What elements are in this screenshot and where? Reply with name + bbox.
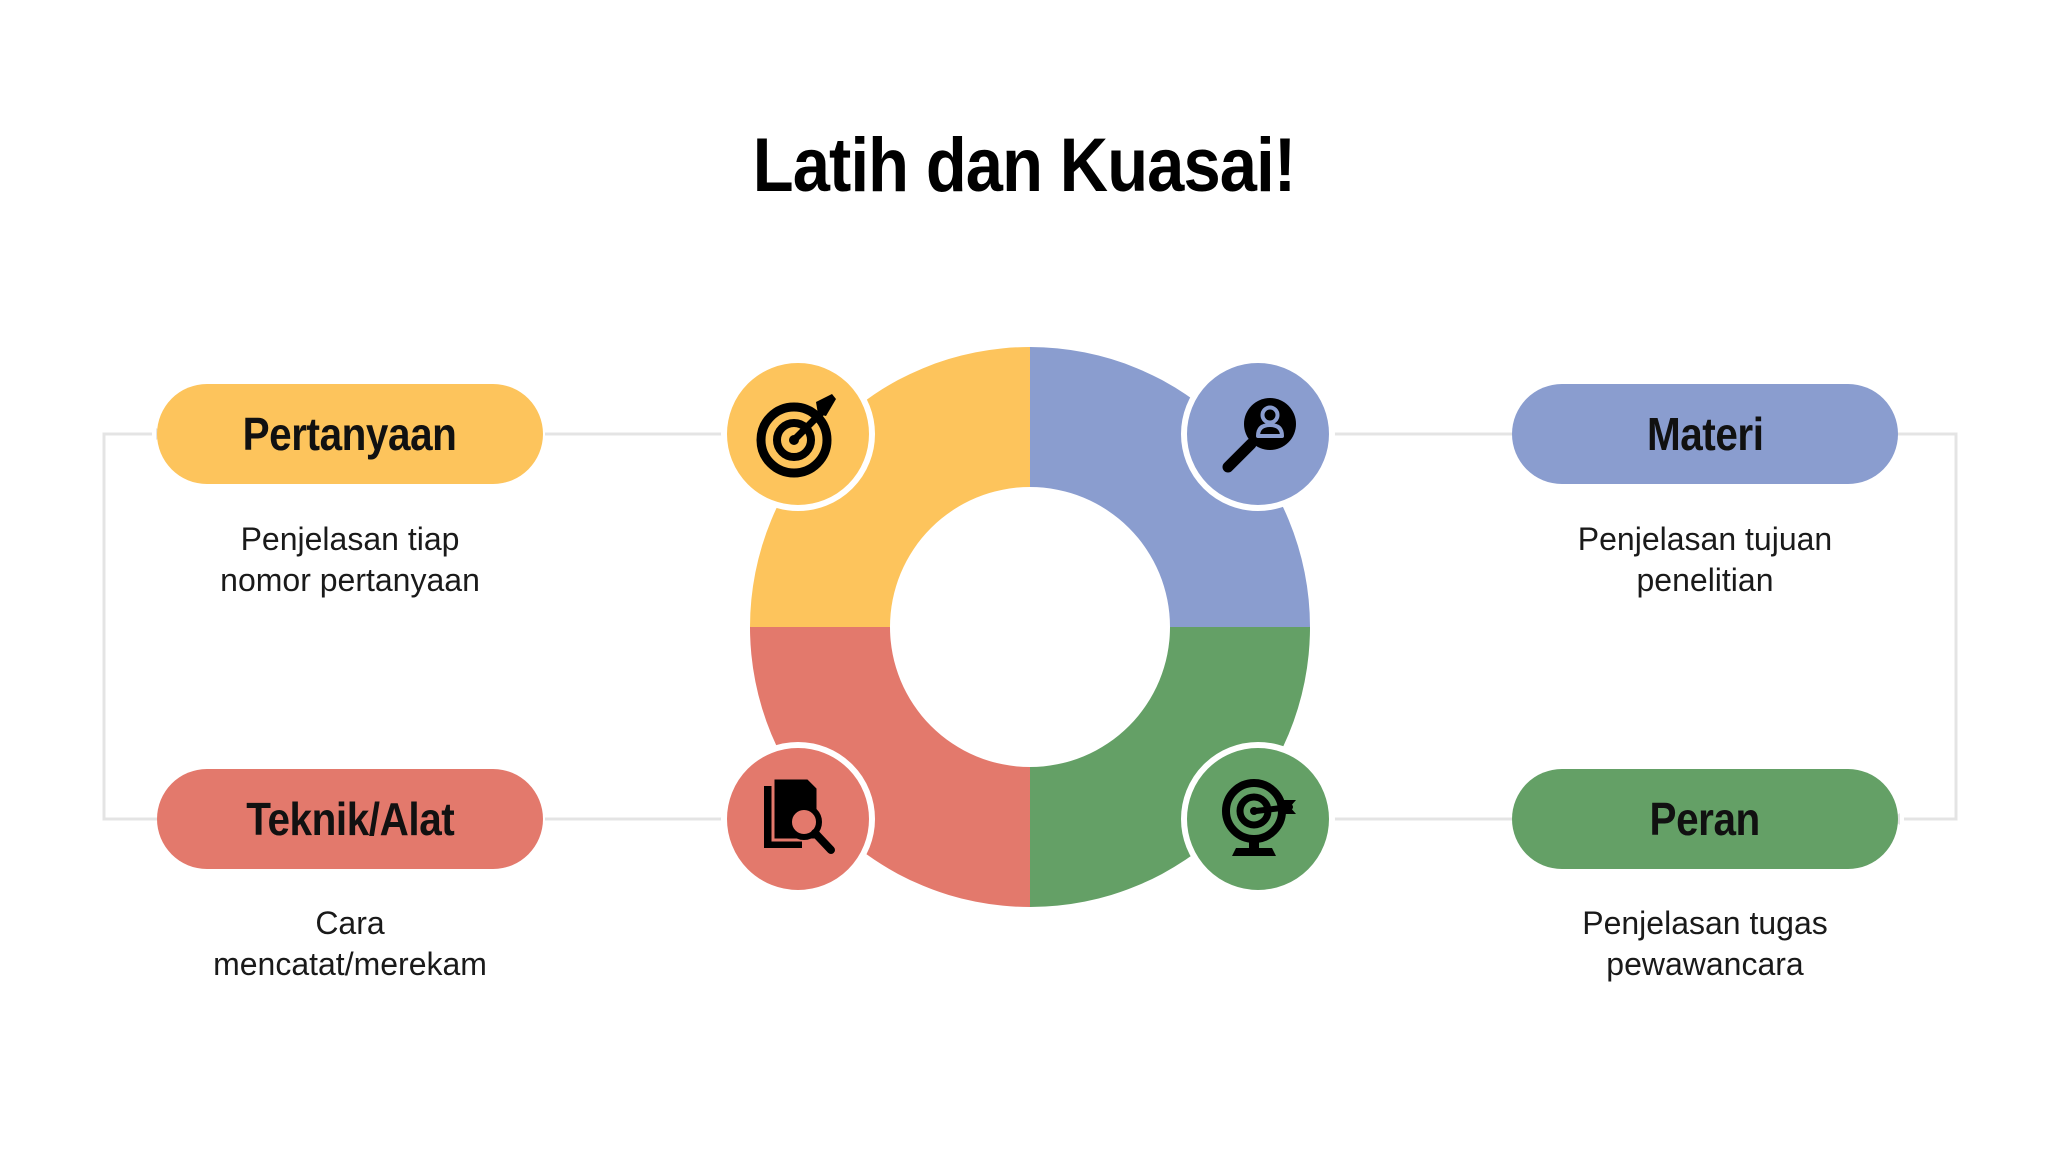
pill-label: Pertanyaan bbox=[243, 408, 457, 460]
search-user-icon bbox=[1222, 398, 1296, 473]
donut-quadrant-blue bbox=[1030, 347, 1310, 627]
pill-label: Teknik/Alat bbox=[245, 793, 455, 845]
target-arrow-icon bbox=[756, 394, 836, 478]
pill-teknik-alat: Teknik/Alat bbox=[157, 769, 543, 869]
connector-arrows bbox=[156, 428, 1900, 825]
pill-label: Materi bbox=[1646, 408, 1764, 460]
description-line: penelitian bbox=[1636, 562, 1774, 598]
description-teknik-alat: Cara mencatat/merekam bbox=[150, 903, 550, 985]
pill-pertanyaan: Pertanyaan bbox=[157, 384, 543, 484]
target-stand-icon bbox=[1222, 779, 1296, 856]
description-peran: Penjelasan tugas pewawancara bbox=[1505, 903, 1905, 985]
description-line: nomor pertanyaan bbox=[220, 562, 480, 598]
description-pertanyaan: Penjelasan tiap nomor pertanyaan bbox=[150, 519, 550, 601]
left-loop-line bbox=[102, 432, 157, 821]
connector-lines bbox=[102, 432, 1958, 821]
donut-quadrant-yellow bbox=[750, 347, 1030, 627]
description-line: mencatat/merekam bbox=[213, 946, 487, 982]
pill-peran: Peran bbox=[1512, 769, 1898, 869]
description-line: Penjelasan tugas bbox=[1582, 905, 1828, 941]
description-line: pewawancara bbox=[1606, 946, 1804, 982]
donut-ring bbox=[750, 347, 1310, 907]
right-loop-line bbox=[1896, 432, 1958, 821]
document-search-icon bbox=[764, 776, 835, 854]
description-materi: Penjelasan tujuan penelitian bbox=[1505, 519, 1905, 601]
donut-quadrant-red bbox=[750, 627, 1030, 907]
donut-quadrant-green bbox=[1030, 627, 1310, 907]
pill-label: Peran bbox=[1649, 793, 1761, 845]
description-line: Cara bbox=[315, 905, 385, 941]
pill-materi: Materi bbox=[1512, 384, 1898, 484]
description-line: Penjelasan tujuan bbox=[1577, 521, 1833, 557]
icon-circle-green bbox=[1181, 742, 1335, 896]
page-title: Latih dan Kuasai! bbox=[752, 123, 1296, 208]
description-line: Penjelasan tiap bbox=[240, 521, 460, 557]
